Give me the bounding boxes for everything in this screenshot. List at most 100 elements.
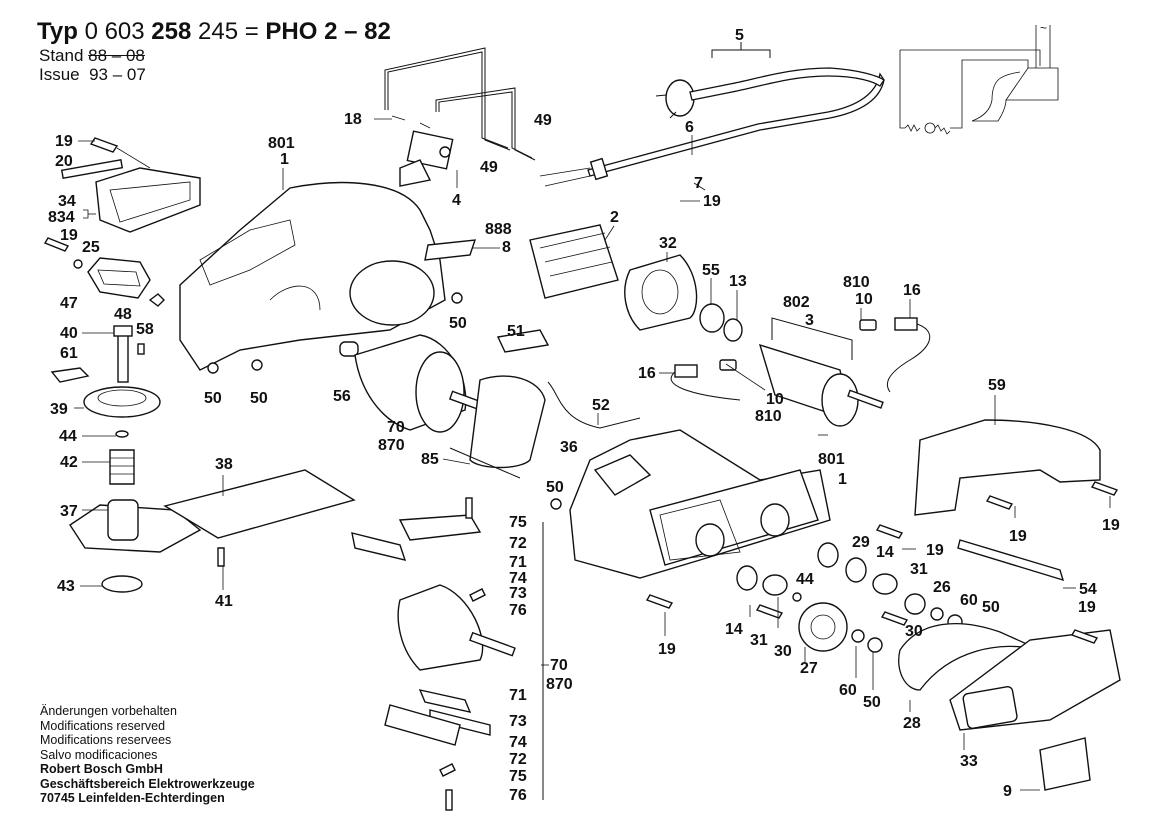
screw-icon: [880, 611, 909, 626]
callout-label: 14: [876, 544, 894, 561]
typ-label: Typ: [37, 18, 78, 45]
power-cord: [539, 42, 885, 187]
screw-icon: [43, 237, 70, 252]
plug-icon: [665, 79, 695, 117]
callout-label: 44: [59, 428, 77, 445]
callout-label: 31: [910, 561, 928, 578]
resistor-icon: [904, 124, 921, 132]
callout-label: 71: [509, 554, 527, 571]
part-number-suffix: 245: [198, 18, 239, 45]
callout-label: 52: [592, 397, 610, 414]
washer-icon: [792, 592, 802, 602]
callout-label: 72: [509, 535, 527, 552]
callout-label: 20: [55, 153, 73, 170]
cutter-drum-detail: [351, 497, 544, 811]
callout-label: 55: [702, 262, 720, 279]
callout-label: 4: [452, 192, 461, 209]
company-address: 70745 Leinfelden-Echterdingen: [40, 791, 225, 805]
motor-assembly: [529, 224, 931, 427]
carbon-brush-icon: [859, 319, 877, 331]
callout-label: 50: [204, 390, 222, 407]
callout-label: 33: [960, 753, 978, 770]
housing-lower: [550, 429, 831, 579]
document-header: Typ 0 603 258 245 = PHO 2 – 82 Stand 88 …: [37, 18, 391, 84]
housing-upper: [179, 181, 477, 374]
wiring-schematic: ~: [899, 21, 1059, 135]
callout-label: 6: [685, 119, 694, 136]
callout-label: 26: [933, 579, 951, 596]
nut-icon: [251, 359, 263, 371]
callout-label: 10: [766, 391, 784, 408]
callout-label: 32: [659, 235, 677, 252]
callout-label: 72: [509, 751, 527, 768]
callout-label: 76: [509, 602, 527, 619]
callout-label: 34: [58, 193, 76, 210]
callout-label: 50: [546, 479, 564, 496]
washer-icon: [851, 629, 865, 643]
callout-label: 61: [60, 345, 78, 362]
callout-label: 47: [60, 295, 78, 312]
callout-label: 16: [903, 282, 921, 299]
callout-label: 50: [250, 390, 268, 407]
screw-icon: [1090, 481, 1119, 496]
callout-label: 54: [1079, 581, 1097, 598]
nut-icon: [550, 498, 562, 510]
bolt-icon: [117, 331, 129, 383]
callout-label: 38: [215, 456, 233, 473]
nut-icon: [207, 362, 219, 374]
screw-icon: [465, 497, 473, 519]
bearing-icon: [817, 542, 839, 568]
callout-label: 58: [136, 321, 154, 338]
nut-icon: [451, 292, 463, 304]
callout-label: 19: [658, 641, 676, 658]
foot-icon: [101, 575, 143, 593]
part-number-bold: 258: [151, 18, 192, 45]
callout-label: 802: [783, 294, 810, 311]
callout-label: 42: [60, 454, 78, 471]
callout-label: 73: [509, 713, 527, 730]
drive-belt-icon: [898, 623, 1041, 691]
nut-icon: [867, 637, 883, 653]
callout-label: 25: [82, 239, 100, 256]
cover-plate-icon: [496, 329, 550, 353]
callout-label: 19: [1078, 599, 1096, 616]
pinion-icon: [904, 593, 926, 615]
callout-label: 40: [60, 325, 78, 342]
handle-cover: [60, 137, 201, 233]
callout-label: 801: [818, 451, 845, 468]
callout-label: 44: [796, 571, 814, 588]
belt-cover-59: [914, 419, 1119, 516]
callout-label: 30: [905, 623, 923, 640]
switch-assembly: [384, 47, 536, 187]
washer-icon: [930, 607, 944, 621]
callout-label: 43: [57, 578, 75, 595]
callout-labels: 5 6 7 19 18 49 49 4 801 1 888 8 2 32 55 …: [48, 27, 1120, 804]
spring-icon: [109, 449, 135, 485]
motor-symbol-icon: [924, 122, 936, 134]
chip-guard: [43, 237, 165, 307]
clamp-icon: [872, 573, 898, 595]
callout-label: 810: [843, 274, 870, 291]
callout-label: 70: [387, 419, 405, 436]
stand-value: 88 – 08: [88, 46, 145, 65]
callout-label: 10: [855, 291, 873, 308]
callout-label: 73: [509, 585, 527, 602]
callout-label: 19: [926, 542, 944, 559]
equals-sign: =: [244, 18, 259, 45]
callout-label: 18: [344, 111, 362, 128]
cover-lid-icon: [1039, 737, 1091, 791]
bearing-icon: [845, 557, 867, 583]
callout-label: 31: [750, 632, 768, 649]
footer-note: Änderungen vorbehalten: [40, 704, 177, 718]
brush-holder-icon: [894, 317, 918, 331]
callout-label: 19: [1102, 517, 1120, 534]
footer-note: Salvo modificaciones: [40, 747, 158, 762]
bushing-icon: [339, 341, 359, 357]
callout-label: 59: [988, 377, 1006, 394]
callout-label: 19: [60, 227, 78, 244]
callout-label: 50: [982, 599, 1000, 616]
callout-label: 888: [485, 221, 512, 238]
issue-label: Issue: [39, 65, 80, 84]
callout-label: 37: [60, 503, 78, 520]
